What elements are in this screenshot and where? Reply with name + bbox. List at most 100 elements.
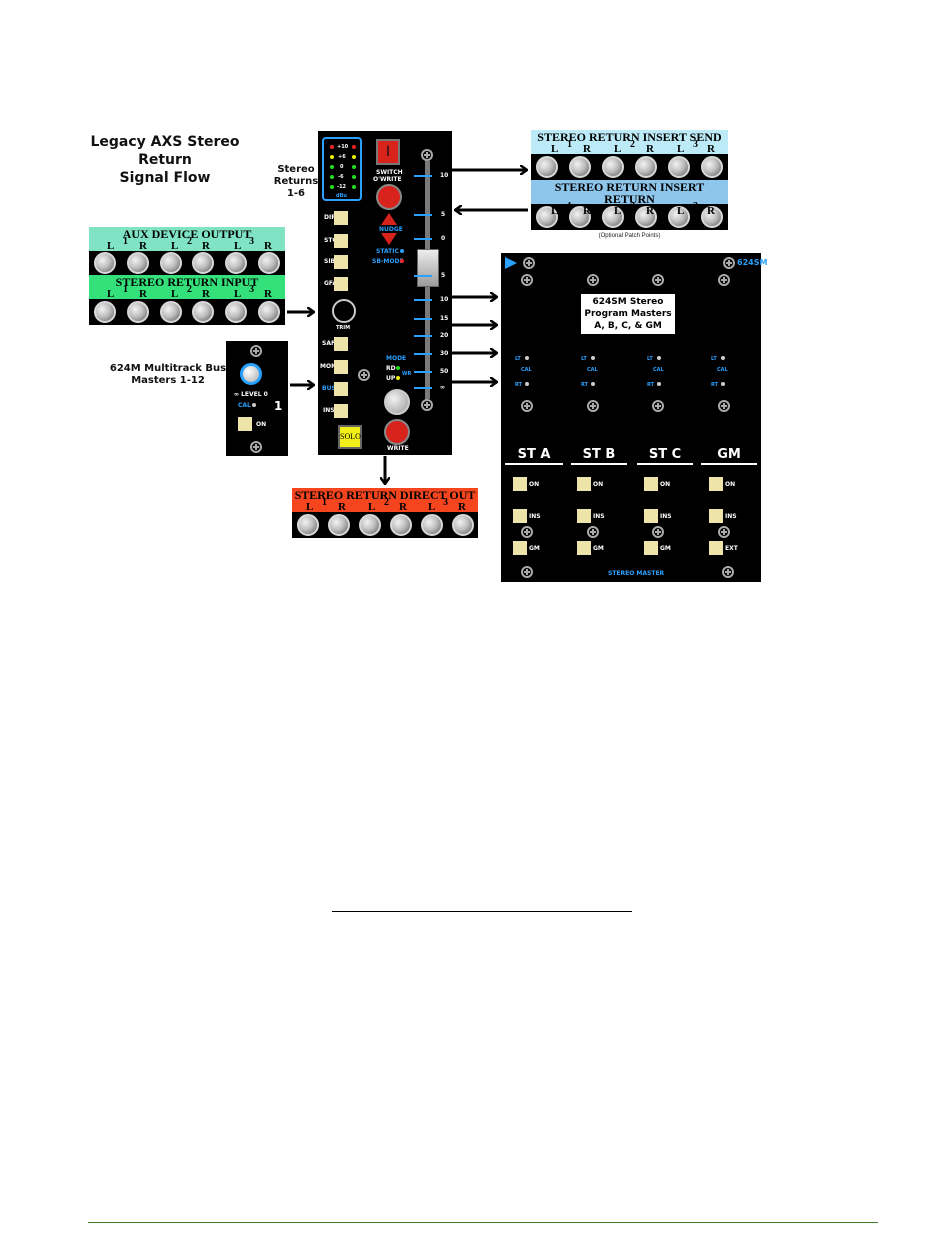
patch-jack[interactable]: [569, 156, 592, 178]
gm-ext-button[interactable]: [709, 541, 723, 555]
patch-jack[interactable]: [700, 156, 723, 178]
patch-jack[interactable]: [569, 206, 592, 228]
st-c-ins-button[interactable]: [644, 509, 658, 523]
column-gm: GM: [701, 446, 757, 465]
overwrite-button[interactable]: [376, 184, 402, 210]
patch-jack[interactable]: [192, 252, 215, 274]
on-button[interactable]: [238, 417, 252, 431]
solo-button[interactable]: SOLO: [338, 425, 362, 449]
select-button[interactable]: [384, 389, 410, 415]
st-a-on-button[interactable]: [513, 477, 527, 491]
patch-jack[interactable]: [94, 301, 117, 323]
pair-number: 1: [322, 497, 327, 508]
patch-jack[interactable]: [536, 206, 559, 228]
patch-jack[interactable]: [451, 514, 474, 536]
patch-jack[interactable]: [634, 156, 657, 178]
patch-jack[interactable]: [634, 206, 657, 228]
static-label: STATIC: [376, 248, 399, 255]
fader-mark: [414, 318, 432, 320]
st-b-gm-button[interactable]: [577, 541, 591, 555]
patch-jack[interactable]: [224, 301, 247, 323]
bus-button[interactable]: [334, 382, 348, 396]
patch-jack[interactable]: [257, 252, 280, 274]
nudge-down-icon[interactable]: [381, 233, 397, 245]
patch-jack[interactable]: [358, 514, 381, 536]
fader-scale-label: 10: [440, 172, 449, 179]
screw-icon: [358, 369, 370, 381]
lr-label: R: [707, 205, 715, 217]
button-label: INS: [323, 407, 335, 414]
level-knob[interactable]: [240, 363, 262, 385]
screw-icon: [718, 526, 730, 538]
patch-jack[interactable]: [536, 156, 559, 178]
patch-jack[interactable]: [602, 206, 625, 228]
patch-jack[interactable]: [700, 206, 723, 228]
stc-button[interactable]: [334, 234, 348, 248]
pair-number: 2: [187, 236, 192, 247]
button-label: INS: [593, 513, 605, 520]
logo-icon: [505, 257, 517, 269]
column-st-a: ST A: [505, 446, 563, 465]
nudge-up-icon[interactable]: [381, 213, 397, 225]
patch-jack[interactable]: [224, 252, 247, 274]
diagram-title-line1: Legacy AXS Stereo Return: [90, 134, 240, 168]
button-label: STC: [324, 237, 337, 244]
pair-number: 3: [249, 236, 254, 247]
screw-icon: [521, 526, 533, 538]
optional-patch-note: (Optional Patch Points): [598, 233, 661, 239]
lr-label: R: [139, 240, 147, 252]
gm-ins-button[interactable]: [709, 509, 723, 523]
patch-jack[interactable]: [126, 252, 149, 274]
patch-jack[interactable]: [159, 252, 182, 274]
patch-jack[interactable]: [126, 301, 149, 323]
patch-jack[interactable]: [327, 514, 350, 536]
lt-label: LT: [515, 356, 521, 362]
button-label: SIB: [324, 258, 336, 265]
st-c-on-button[interactable]: [644, 477, 658, 491]
channel-select-button[interactable]: I: [376, 139, 400, 165]
trim-knob[interactable]: [332, 299, 356, 323]
rd-label: RD: [386, 365, 396, 372]
meter-led: [330, 175, 334, 179]
st-b-on-button[interactable]: [577, 477, 591, 491]
lr-label: L: [171, 288, 179, 300]
st-c-gm-button[interactable]: [644, 541, 658, 555]
st-b-ins-button[interactable]: [577, 509, 591, 523]
st-a-ins-button[interactable]: [513, 509, 527, 523]
lr-label: R: [646, 205, 654, 217]
patch-jack[interactable]: [192, 301, 215, 323]
fader-mark: [414, 353, 432, 355]
patch-jack[interactable]: [257, 301, 280, 323]
screw-icon: [521, 274, 533, 286]
wr-label: WR: [402, 371, 412, 377]
gm-on-button[interactable]: [709, 477, 723, 491]
level-label: ∞ LEVEL 0: [234, 391, 268, 398]
write-button[interactable]: [384, 419, 410, 445]
direct-out-jacks: [292, 512, 478, 538]
safe-button[interactable]: [334, 337, 348, 351]
patch-jack[interactable]: [667, 206, 690, 228]
diagram-title: Legacy AXS Stereo Return Signal Flow: [70, 133, 260, 187]
patch-jack[interactable]: [602, 156, 625, 178]
mono-button[interactable]: [334, 360, 348, 374]
screw-icon: [421, 399, 433, 411]
rt-label: RT: [711, 382, 719, 388]
patch-jack[interactable]: [420, 514, 443, 536]
patch-jack[interactable]: [389, 514, 412, 536]
fader-scale-label: 0: [441, 235, 446, 242]
rt-led: [525, 382, 529, 386]
patch-jack[interactable]: [94, 252, 117, 274]
ins-button[interactable]: [334, 404, 348, 418]
up-led: [396, 376, 400, 380]
fader-cap[interactable]: [417, 249, 439, 287]
patch-jack[interactable]: [667, 156, 690, 178]
patch-jack[interactable]: [159, 301, 182, 323]
patch-jack[interactable]: [296, 514, 319, 536]
gfa-button[interactable]: [334, 277, 348, 291]
fader-scale-label: 10: [440, 296, 449, 303]
dir-button[interactable]: [334, 211, 348, 225]
st-a-gm-button[interactable]: [513, 541, 527, 555]
sib-button[interactable]: [334, 255, 348, 269]
